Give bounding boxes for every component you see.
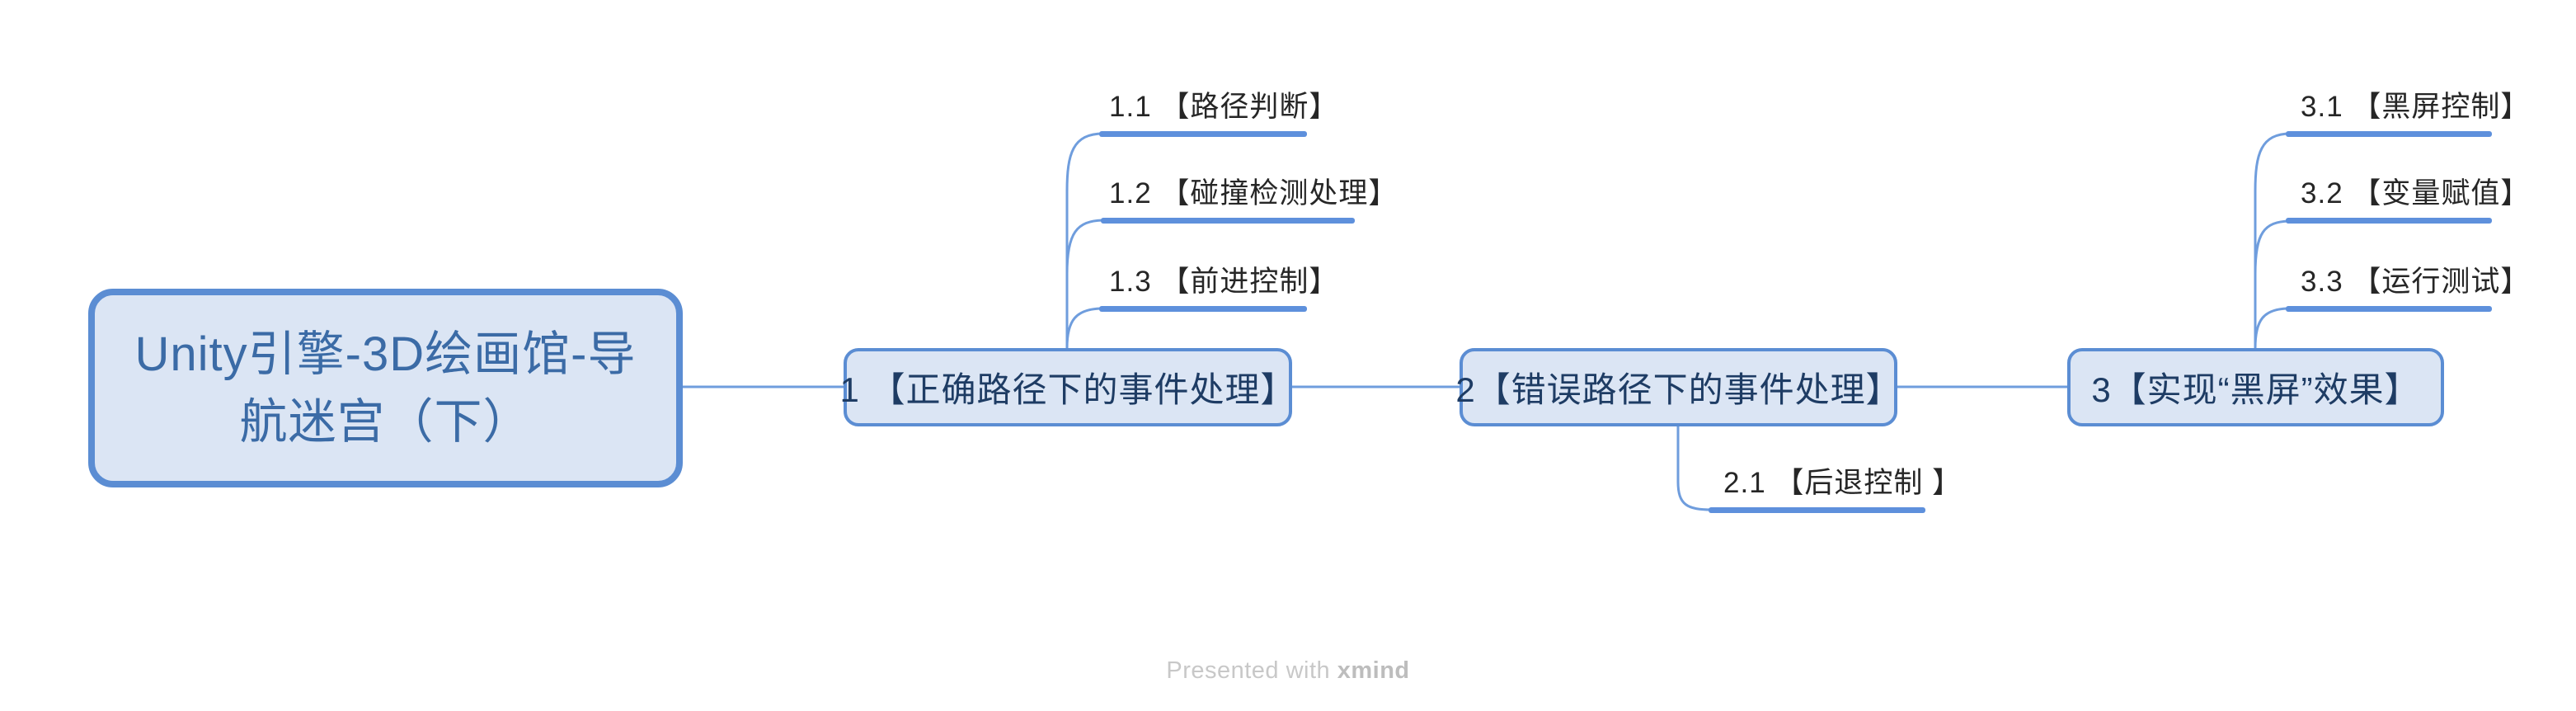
- subtopic-3-1-underline: [2286, 131, 2492, 137]
- branch3-trunk: [2254, 132, 2292, 350]
- watermark-text: Presented with: [1166, 657, 1337, 684]
- branch2-trunk: [1676, 424, 1713, 511]
- subtopic-1-1-underline: [1099, 131, 1307, 137]
- subtopic-3-3[interactable]: 3.3 【运行测试】: [2301, 266, 2531, 298]
- subtopic-2-1[interactable]: 2.1 【后退控制 】: [1723, 467, 1963, 499]
- main-topic-1[interactable]: 1 【正确路径下的事件处理】: [839, 348, 1295, 426]
- subtopic-3-3-underline: [2286, 306, 2492, 312]
- branch3-elbow-3-2: [2254, 219, 2291, 275]
- root-topic-label: Unity引擎-3D绘画馆-导航迷宫（下）: [134, 327, 637, 449]
- subtopic-1-1[interactable]: 1.1 【路径判断】: [1109, 91, 1339, 123]
- subtopic-2-1-underline: [1709, 507, 1925, 513]
- branch1-elbow-1-3: [1065, 307, 1102, 350]
- watermark-brand: xmind: [1337, 657, 1410, 684]
- branch3-elbow-3-3: [2254, 307, 2289, 350]
- main-topic-2-label: 2【错误路径下的事件处理】: [1455, 370, 1901, 409]
- main-topic-1-label: 1 【正确路径下的事件处理】: [839, 370, 1296, 409]
- branch1-trunk: [1065, 132, 1105, 350]
- main-topic-3[interactable]: 3【实现“黑屏”效果】: [2067, 348, 2444, 426]
- main-topic-3-label: 3【实现“黑屏”效果】: [2091, 370, 2420, 409]
- root-topic[interactable]: Unity引擎-3D绘画馆-导航迷宫（下）: [88, 289, 683, 487]
- subtopic-3-1[interactable]: 3.1 【黑屏控制】: [2301, 91, 2531, 123]
- subtopic-1-3-underline: [1099, 306, 1307, 312]
- subtopic-1-2-underline: [1101, 218, 1355, 224]
- subtopic-1-3[interactable]: 1.3 【前进控制】: [1109, 266, 1339, 298]
- subtopic-3-2[interactable]: 3.2 【变量赋值】: [2301, 177, 2531, 210]
- branch1-elbow-1-2: [1065, 219, 1104, 275]
- subtopic-1-2[interactable]: 1.2 【碰撞检测处理】: [1109, 177, 1398, 210]
- subtopic-3-2-underline: [2286, 218, 2492, 224]
- watermark: Presented with xmind: [1166, 657, 1409, 685]
- main-topic-2[interactable]: 2【错误路径下的事件处理】: [1455, 348, 1901, 426]
